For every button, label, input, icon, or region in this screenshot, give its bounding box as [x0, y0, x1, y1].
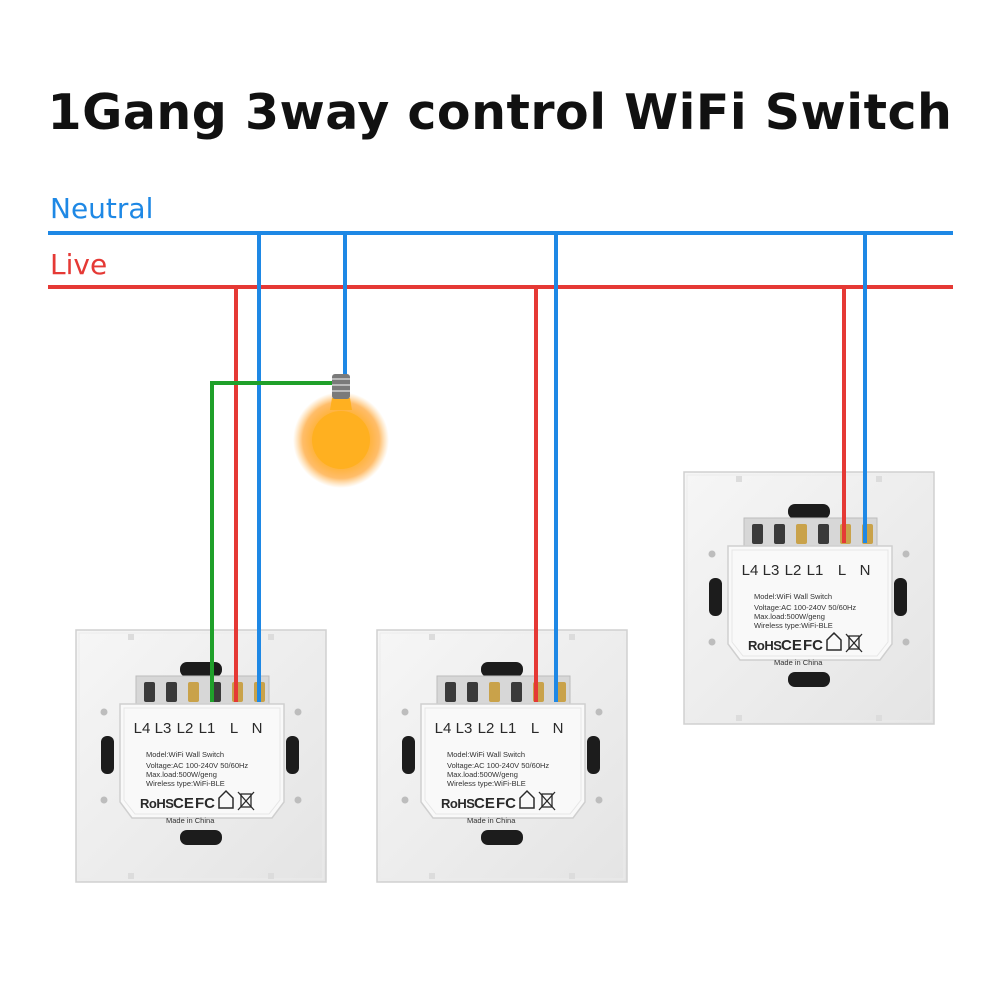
house-icon [218, 789, 234, 809]
terminal-label-l: L [838, 562, 846, 579]
fcc-mark: FC [195, 795, 215, 812]
model-text: Model:WiFi Wall Switch [754, 592, 832, 601]
model-text: Model:WiFi Wall Switch [447, 750, 525, 759]
terminal-label-l1: L1 [807, 562, 824, 579]
ce-mark: CE [173, 795, 194, 812]
rohs-mark: RoHS [441, 796, 475, 811]
wireless-text: Wireless type:WiFi-BLE [146, 779, 225, 788]
terminal-label-l1: L1 [500, 720, 517, 737]
bulb-neck [330, 398, 352, 410]
light-bulb [293, 374, 389, 488]
bulb-base [332, 374, 350, 399]
diagram-title: 1Gang 3way control WiFi Switch [47, 84, 953, 141]
terminal-label-l2: L2 [177, 720, 194, 737]
fcc-mark: FC [496, 795, 516, 812]
terminal-label-l3: L3 [763, 562, 780, 579]
terminal-label-n: N [860, 562, 871, 579]
max-load-text: Max.load:500W/geng [447, 770, 518, 779]
bulb-globe [312, 411, 370, 469]
wireless-text: Wireless type:WiFi-BLE [447, 779, 526, 788]
terminal-label-l1: L1 [199, 720, 216, 737]
live-rail-label: Live [50, 248, 108, 281]
switched-live-wire [210, 381, 336, 702]
terminal-label-l2: L2 [478, 720, 495, 737]
ce-mark: CE [474, 795, 495, 812]
terminal-label-l4: L4 [742, 562, 759, 579]
weee-bin-icon [237, 791, 255, 811]
house-icon [519, 789, 535, 809]
voltage-text: Voltage:AC 100-240V 50/60Hz [754, 603, 856, 612]
wires [48, 231, 953, 702]
max-load-text: Max.load:500W/geng [754, 612, 825, 621]
weee-bin-icon [538, 791, 556, 811]
house-icon [826, 631, 842, 651]
terminal-label-n: N [553, 720, 564, 737]
voltage-text: Voltage:AC 100-240V 50/60Hz [146, 761, 248, 770]
voltage-text: Voltage:AC 100-240V 50/60Hz [447, 761, 549, 770]
weee-bin-icon [845, 633, 863, 653]
rohs-mark: RoHS [748, 638, 782, 653]
terminal-label-l4: L4 [435, 720, 452, 737]
terminal-label-l: L [531, 720, 539, 737]
max-load-text: Max.load:500W/geng [146, 770, 217, 779]
made-in-text: Made in China [467, 816, 516, 825]
fcc-mark: FC [803, 637, 823, 654]
terminal-label-n: N [252, 720, 263, 737]
neutral-rail-label: Neutral [50, 192, 154, 225]
terminal-label-l3: L3 [456, 720, 473, 737]
made-in-text: Made in China [774, 658, 823, 667]
terminal-label-l2: L2 [785, 562, 802, 579]
terminal-label-l3: L3 [155, 720, 172, 737]
model-text: Model:WiFi Wall Switch [146, 750, 224, 759]
made-in-text: Made in China [166, 816, 215, 825]
rohs-mark: RoHS [140, 796, 174, 811]
ce-mark: CE [781, 637, 802, 654]
terminal-label-l4: L4 [134, 720, 151, 737]
wireless-text: Wireless type:WiFi-BLE [754, 621, 833, 630]
terminal-label-l: L [230, 720, 238, 737]
